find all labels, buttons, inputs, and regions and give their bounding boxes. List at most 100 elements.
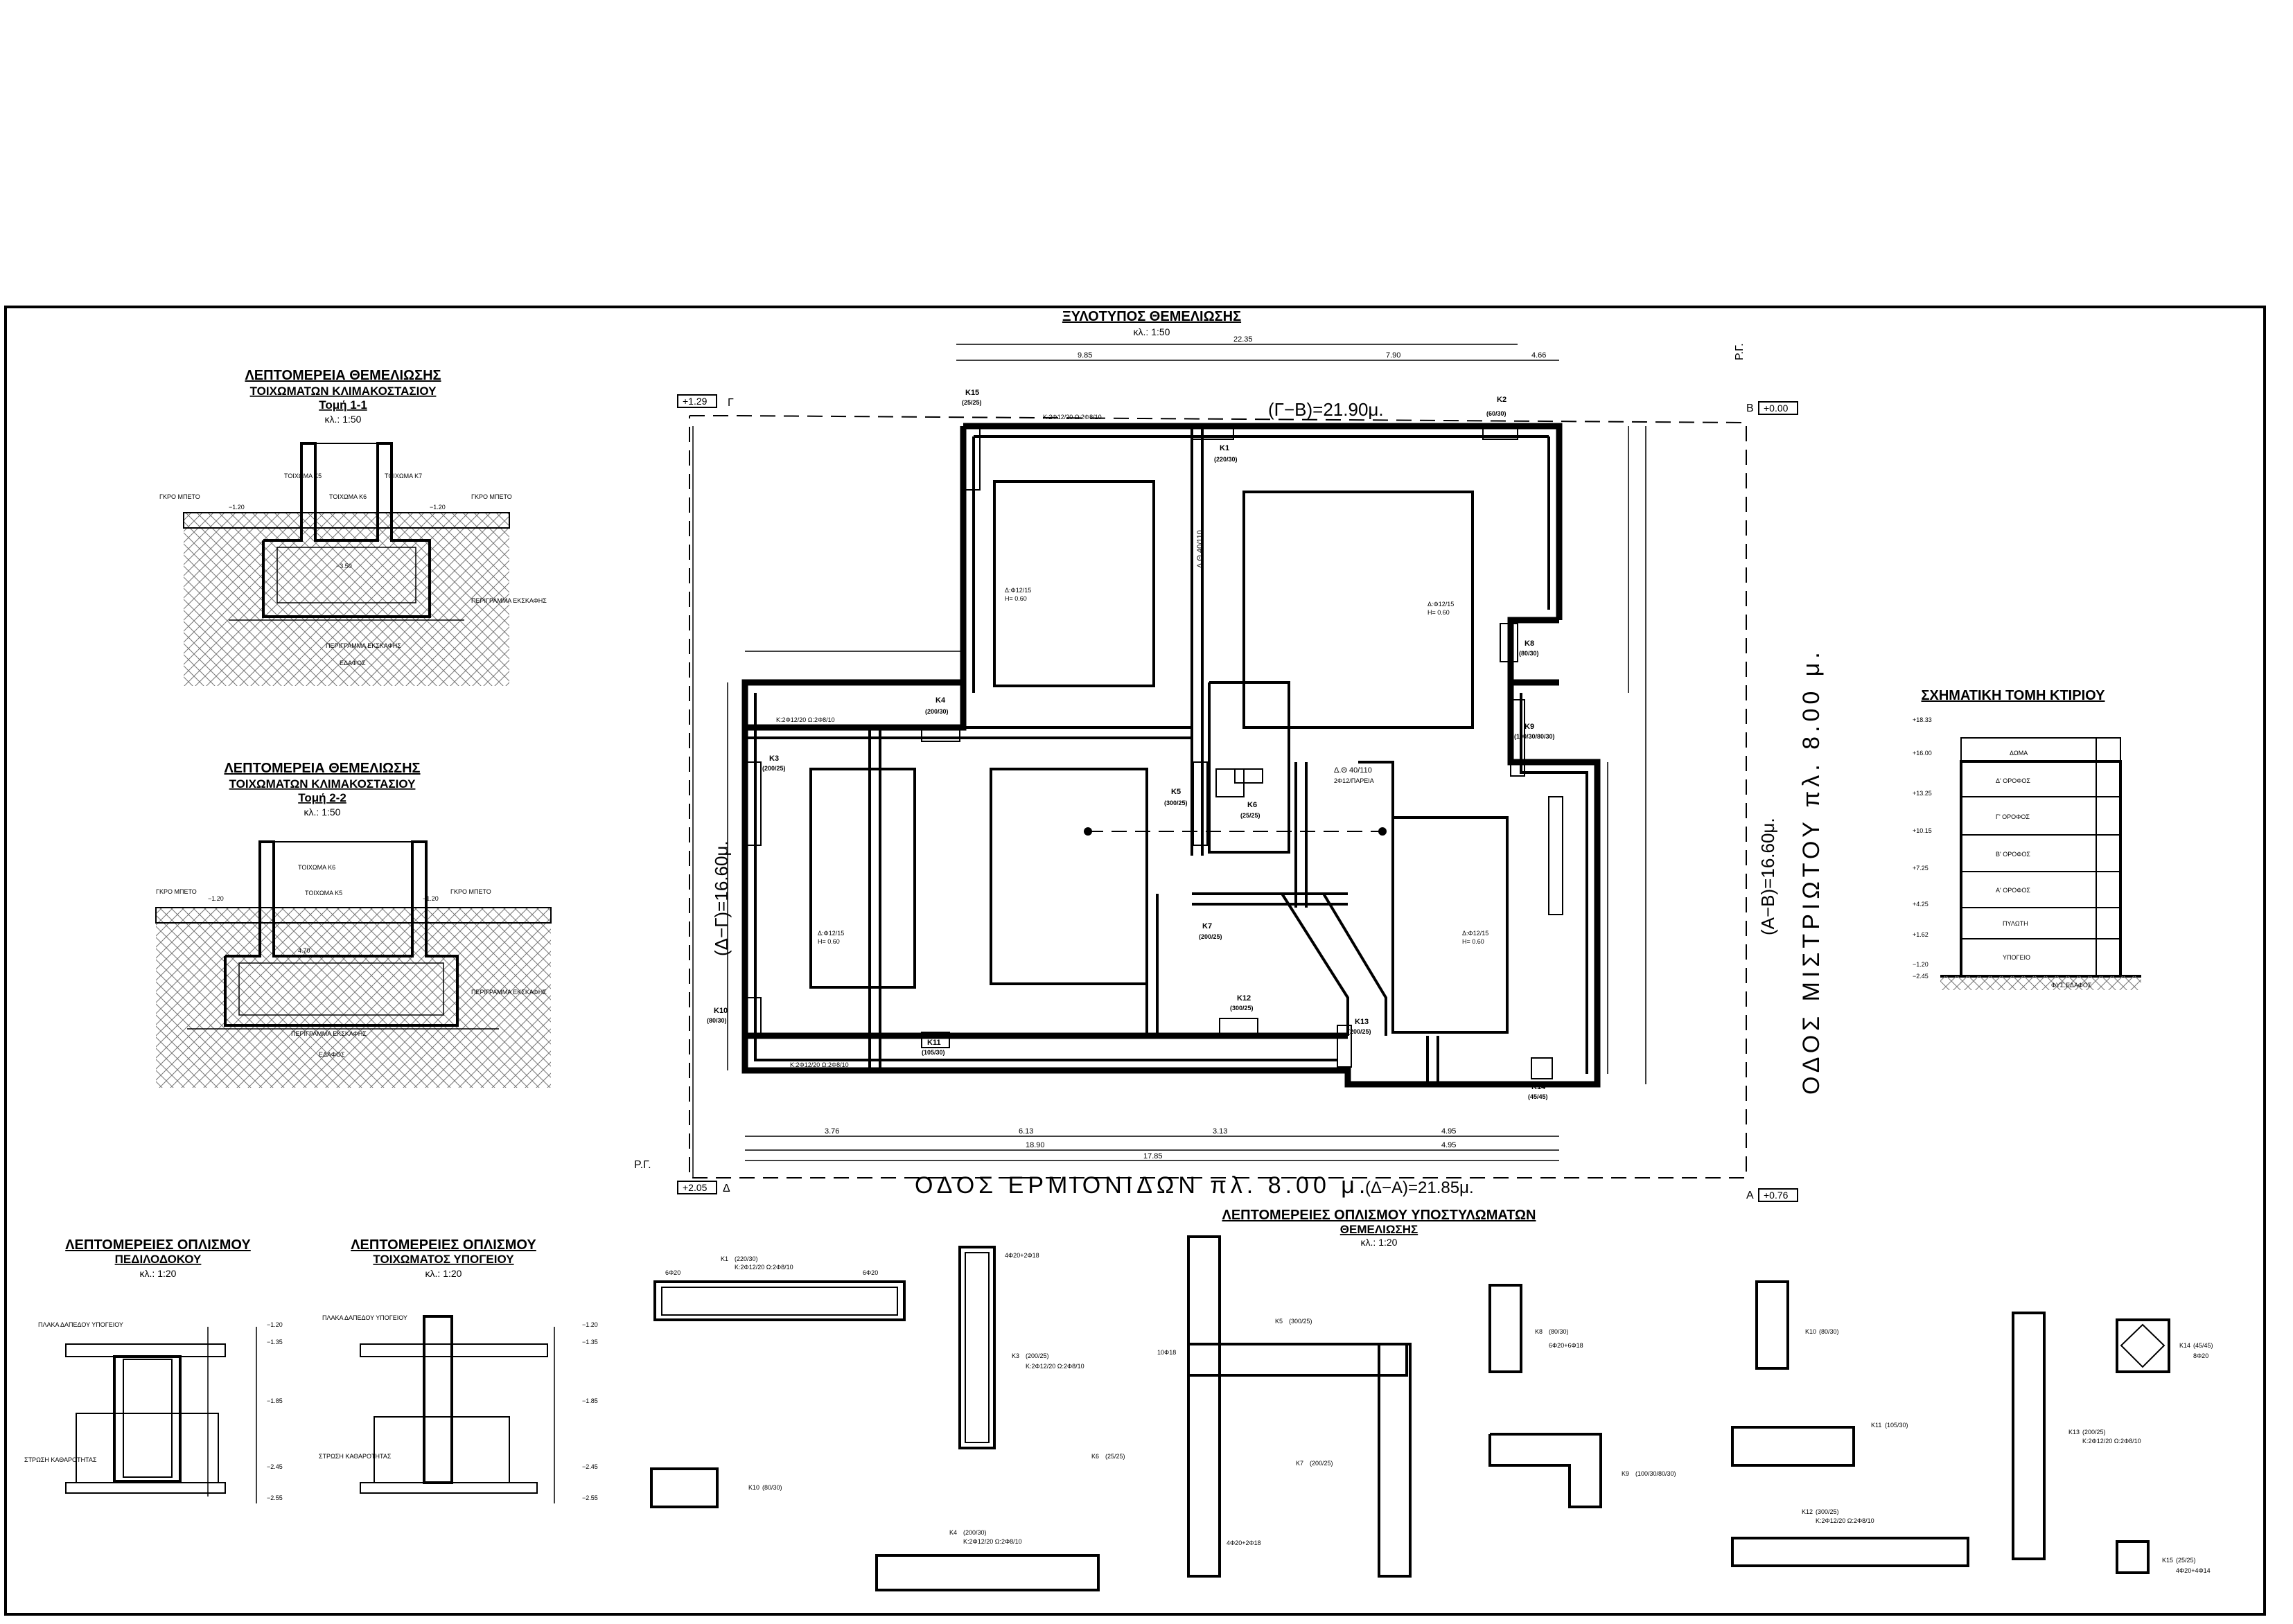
svg-text:ΠΛΑΚΑ ΔΑΠΕΔΟΥ ΥΠΟΓΕΙΟΥ: ΠΛΑΚΑ ΔΑΠΕΔΟΥ ΥΠΟΓΕΙΟΥ <box>38 1321 123 1328</box>
svg-text:−1.85: −1.85 <box>582 1397 598 1404</box>
svg-text:ΕΔΑΦΟΣ: ΕΔΑΦΟΣ <box>340 660 366 667</box>
dim-bot-6: 4.95 <box>1441 1141 1456 1149</box>
svg-text:ΤΟΙΧΩΜΑ Κ5: ΤΟΙΧΩΜΑ Κ5 <box>284 473 322 479</box>
svg-text:ΤΟΙΧΩΜΑ Κ6: ΤΟΙΧΩΜΑ Κ6 <box>298 864 335 871</box>
svg-text:(300/25): (300/25) <box>1289 1318 1312 1325</box>
svg-text:K14: K14 <box>2179 1342 2190 1349</box>
footing-rebar-3: Δ:Φ12/15 <box>1427 601 1454 608</box>
svg-text:ΕΔΑΦΟΣ: ΕΔΑΦΟΣ <box>319 1051 345 1058</box>
dim-bot-1: 6.13 <box>1019 1127 1033 1136</box>
svg-text:K10: K10 <box>748 1484 759 1491</box>
svg-text:ΤΟΙΧΩΜΑΤΟΣ ΥΠΟΓΕΙΟΥ: ΤΟΙΧΩΜΑΤΟΣ ΥΠΟΓΕΙΟΥ <box>373 1253 514 1266</box>
street-ermionidon: ΟΔΟΣ ΕΡΜΙΟΝΙΔΩΝ πλ. 8.00 μ. <box>915 1172 1369 1199</box>
svg-text:ΠΕΡΙΓΡΑΜΜΑ ΕΚΣΚΑΦΗΣ: ΠΕΡΙΓΡΑΜΜΑ ΕΚΣΚΑΦΗΣ <box>326 642 401 649</box>
svg-text:K8: K8 <box>1535 1328 1543 1335</box>
col-k4: K4 <box>935 696 946 705</box>
svg-text:−1.20: −1.20 <box>208 895 224 902</box>
col-k9: K9 <box>1525 723 1534 731</box>
svg-text:−1.20: −1.20 <box>582 1321 598 1328</box>
svg-text:ΤΟΙΧΩΜΑ Κ5: ΤΟΙΧΩΜΑ Κ5 <box>305 890 342 897</box>
footing-pads <box>809 480 1509 1034</box>
svg-text:Τομή 1-1: Τομή 1-1 <box>319 398 367 412</box>
svg-text:(80/30): (80/30) <box>762 1484 782 1491</box>
svg-text:−2.55: −2.55 <box>582 1494 598 1501</box>
svg-text:ΓΚΡΟ ΜΠΕΤΟ: ΓΚΡΟ ΜΠΕΤΟ <box>450 888 491 895</box>
svg-text:−2.45: −2.45 <box>1913 973 1929 980</box>
beam-rebar-2: 2Φ12/ΠΑΡΕΙΑ <box>1334 777 1374 784</box>
svg-text:ΓΚΡΟ ΜΠΕΤΟ: ΓΚΡΟ ΜΠΕΤΟ <box>156 888 197 895</box>
svg-text:κλ.: 1:20: κλ.: 1:20 <box>1361 1237 1398 1248</box>
section-title: ΣΧΗΜΑΤΙΚΗ ΤΟΜΗ ΚΤΙΡΙΟΥ <box>1922 688 2106 703</box>
svg-text:ΘΕΜΕΛΙΩΣΗΣ: ΘΕΜΕΛΙΩΣΗΣ <box>1340 1223 1418 1236</box>
svg-text:(25/25): (25/25) <box>1240 812 1260 819</box>
svg-text:(25/25): (25/25) <box>1105 1453 1125 1460</box>
svg-text:+18.33: +18.33 <box>1913 716 1932 723</box>
level-b: +0.00 <box>1764 403 1789 414</box>
svg-text:K5: K5 <box>1275 1318 1283 1325</box>
plan-title: ΞΥΛΟΤΥΠΟΣ ΘΕΜΕΛΙΩΣΗΣ <box>1062 309 1241 324</box>
svg-text:ΛΕΠΤΟΜΕΡΕΙΕΣ ΟΠΛΙΣΜΟΥ: ΛΕΠΤΟΜΕΡΕΙΕΣ ΟΠΛΙΣΜΟΥ <box>351 1237 536 1253</box>
dim-top-1: 9.85 <box>1078 351 1092 360</box>
col-k7: K7 <box>1202 922 1212 930</box>
footing-rebar-1: Δ:Φ12/15 <box>1005 587 1031 594</box>
svg-text:K3: K3 <box>1012 1352 1019 1359</box>
svg-text:4Φ20+2Φ18: 4Φ20+2Φ18 <box>1227 1539 1261 1546</box>
svg-text:ΤΟΙΧΩΜΑΤΩΝ ΚΛΙΜΑΚΟΣΤΑΣΙΟΥ: ΤΟΙΧΩΜΑΤΩΝ ΚΛΙΜΑΚΟΣΤΑΣΙΟΥ <box>229 777 416 791</box>
svg-text:(200/30): (200/30) <box>963 1529 987 1536</box>
svg-text:Δ' ΟΡΟΦΟΣ: Δ' ΟΡΟΦΟΣ <box>1996 777 2030 784</box>
svg-text:Τομή 2-2: Τομή 2-2 <box>298 791 346 804</box>
svg-text:K12: K12 <box>1802 1508 1813 1515</box>
property-boundary <box>689 415 1747 1179</box>
side-left: (Δ−Γ)=16.60μ. <box>711 840 732 956</box>
level-g: +1.29 <box>683 396 708 407</box>
svg-text:K:2Φ12/20 Ω:2Φ8/10: K:2Φ12/20 Ω:2Φ8/10 <box>2082 1438 2141 1445</box>
svg-text:ΠΕΡΙΓΡΑΜΜΑ ΕΚΣΚΑΦΗΣ: ΠΕΡΙΓΡΑΜΜΑ ΕΚΣΚΑΦΗΣ <box>291 1030 367 1037</box>
svg-text:−2.45: −2.45 <box>267 1463 283 1470</box>
svg-text:−1.20: −1.20 <box>423 895 439 902</box>
sheet-frame <box>4 306 2266 1616</box>
svg-text:+4.25: +4.25 <box>1913 901 1929 908</box>
svg-text:K:2Φ12/20 Ω:2Φ8/10: K:2Φ12/20 Ω:2Φ8/10 <box>1026 1363 1084 1370</box>
svg-text:(200/25): (200/25) <box>1348 1028 1371 1035</box>
svg-text:(300/25): (300/25) <box>1230 1005 1254 1012</box>
svg-text:(80/30): (80/30) <box>1549 1328 1569 1335</box>
detail1-title: ΛΕΠΤΟΜΕΡΕΙΑ ΘΕΜΕΛΙΩΣΗΣ <box>245 368 441 383</box>
svg-text:(60/30): (60/30) <box>1486 410 1506 417</box>
detail2-scale: κλ.: 1:50 <box>304 806 341 818</box>
beam-label-1: Δ.Θ 40/110 <box>1196 530 1204 568</box>
footing-detail-2: ΛΕΠΤΟΜΕΡΕΙΑ ΘΕΜΕΛΙΩΣΗΣ ΤΟΙΧΩΜΑΤΩΝ ΚΛΙΜΑΚ… <box>155 761 552 1088</box>
side-bottom: (Δ−Α)=21.85μ. <box>1365 1179 1474 1197</box>
boundary-marker-top: Ρ.Γ. <box>1734 343 1746 360</box>
svg-text:ΠΥΛΩΤΗ: ΠΥΛΩΤΗ <box>2003 920 2028 927</box>
svg-text:4Φ20+4Φ14: 4Φ20+4Φ14 <box>2176 1567 2211 1574</box>
svg-text:K15: K15 <box>2162 1557 2173 1564</box>
svg-text:6Φ20+6Φ18: 6Φ20+6Φ18 <box>1549 1342 1583 1349</box>
svg-text:(45/45): (45/45) <box>1528 1093 1548 1100</box>
boundary-marker-left: Ρ.Γ. <box>634 1159 651 1171</box>
svg-text:4Φ20+2Φ18: 4Φ20+2Φ18 <box>1005 1252 1039 1259</box>
col-k15: K15 <box>965 389 979 397</box>
detail2-title: ΛΕΠΤΟΜΕΡΕΙΑ ΘΕΜΕΛΙΩΣΗΣ <box>224 761 420 776</box>
plan-scale: κλ.: 1:50 <box>1134 326 1170 337</box>
svg-text:κλ.: 1:20: κλ.: 1:20 <box>425 1268 462 1279</box>
svg-text:+16.00: +16.00 <box>1913 750 1932 757</box>
svg-text:4.70: 4.70 <box>298 947 310 954</box>
svg-text:(80/30): (80/30) <box>707 1017 727 1024</box>
svg-text:K10: K10 <box>1805 1328 1816 1335</box>
footing-h-1: H= 0.60 <box>1005 595 1027 602</box>
svg-text:(105/30): (105/30) <box>1885 1422 1908 1429</box>
svg-text:−3.50: −3.50 <box>336 563 352 570</box>
dim-bot-3: 4.95 <box>1441 1127 1456 1136</box>
col-k12: K12 <box>1237 994 1251 1003</box>
column-sections: ΛΕΠΤΟΜΕΡΕΙΕΣ ΟΠΛΙΣΜΟΥ ΥΠΟΣΤΥΛΩΜΑΤΩΝ ΘΕΜΕ… <box>650 1208 2213 1591</box>
side-right: (Α−Β)=16.60μ. <box>1757 818 1778 935</box>
svg-text:(200/25): (200/25) <box>2082 1429 2106 1436</box>
svg-text:(80/30): (80/30) <box>1819 1328 1839 1335</box>
beam-detail-1: ΛΕΠΤΟΜΕΡΕΙΕΣ ΟΠΛΙΣΜΟΥ ΠΕΔΙΛΟΔΟΚΟΥ κλ.: 1… <box>24 1237 283 1503</box>
svg-text:ΠΕΡΙΓΡΑΜΜΑ ΕΚΣΚΑΦΗΣ: ΠΕΡΙΓΡΑΜΜΑ ΕΚΣΚΑΦΗΣ <box>471 597 547 604</box>
side-top: (Γ−Β)=21.90μ. <box>1268 399 1384 420</box>
svg-text:(25/25): (25/25) <box>962 399 982 406</box>
dim-top-0: 22.35 <box>1233 335 1253 344</box>
beam-label-2: Δ.Θ 40/110 <box>1334 766 1372 775</box>
level-d: +2.05 <box>683 1182 708 1193</box>
